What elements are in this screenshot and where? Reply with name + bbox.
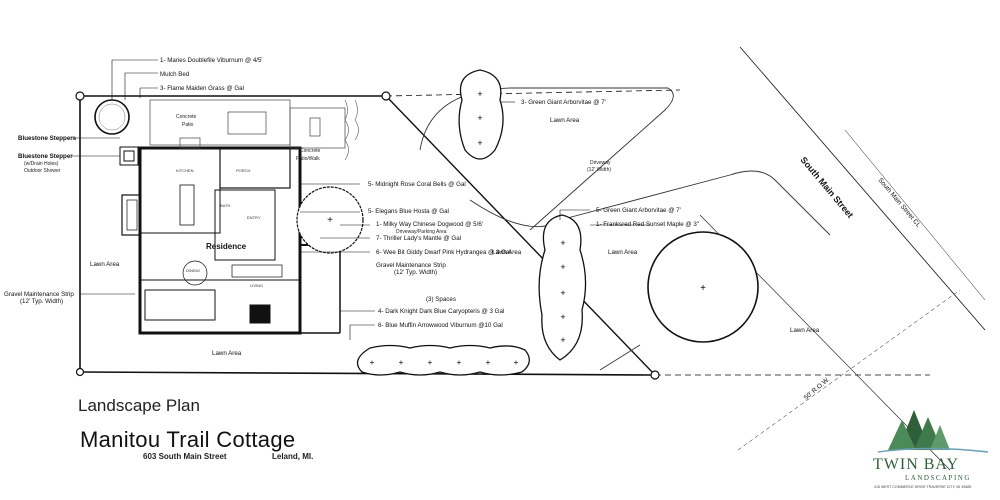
dogwood-tree: + bbox=[296, 186, 364, 254]
label-gravel-1: Gravel Maintenance Strip bbox=[4, 291, 74, 298]
label-stepper-2: (w/Drain Holes) bbox=[24, 161, 59, 167]
callout-caryopteris: 4- Dark Knight Dark Blue Caryopteris @ 3… bbox=[378, 308, 504, 315]
svg-text:+: + bbox=[327, 215, 333, 226]
arborvitae-group-lower: + + + + + bbox=[538, 214, 587, 361]
svg-text:+: + bbox=[477, 113, 482, 123]
viburnum-plant bbox=[94, 99, 130, 135]
label-patio-1: Concrete bbox=[176, 114, 197, 120]
callout-grass: 3- Flame Maiden Grass @ Gal bbox=[160, 85, 244, 92]
callout-leaders bbox=[72, 59, 650, 340]
svg-text:+: + bbox=[700, 283, 706, 294]
survey-markers bbox=[75, 91, 660, 380]
callout-arbor-3: 3- Green Giant Arborvitae @ 7' bbox=[521, 99, 606, 106]
callout-arbor-5: 5- Green Giant Arborvitae @ 7' bbox=[596, 207, 681, 214]
label-lawn-top: Lawn Area bbox=[550, 117, 580, 124]
svg-text:+: + bbox=[457, 358, 462, 367]
label-gravel-strip-1: Gravel Maintenance Strip bbox=[376, 262, 446, 269]
svg-text:+: + bbox=[486, 358, 491, 367]
label-street-cl: South Main Street CL bbox=[876, 177, 922, 229]
patio-furniture bbox=[149, 99, 346, 149]
svg-text:+: + bbox=[399, 358, 404, 367]
svg-text:+: + bbox=[560, 335, 565, 345]
label-parking: Driveway/Parking Area bbox=[396, 229, 447, 235]
label-driveway-1: Driveway bbox=[590, 160, 611, 166]
red-maple-tree: + bbox=[647, 231, 759, 343]
label-stepper-3: Outdoor Shower bbox=[24, 168, 61, 174]
callout-hosta: 5- Elegans Blue Hosta @ Gal bbox=[368, 208, 449, 215]
property-lines bbox=[79, 46, 986, 471]
project-city: Leland, MI. bbox=[272, 452, 314, 461]
label-walk-1: Concrete bbox=[300, 148, 321, 154]
callout-dogwood: 1- Milky Way Chinese Dogwood @ 5/6' bbox=[376, 221, 483, 228]
label-lawn-mid: Lawn Area bbox=[492, 249, 522, 256]
label-dining: DINING bbox=[186, 268, 200, 273]
callout-maple: 1- Franksred Red Sunset Maple @ 3" bbox=[596, 221, 699, 228]
label-bath: BATH bbox=[220, 203, 230, 208]
label-residence: Residence bbox=[206, 242, 247, 251]
arborvitae-group-top: + + + bbox=[458, 69, 504, 160]
callout-hydrangea: 6- Wee Bit Giddy Dwarf Pink Hydrangea @ … bbox=[376, 249, 511, 256]
svg-text:+: + bbox=[477, 89, 482, 99]
label-driveway-2: (12' Width) bbox=[587, 167, 611, 173]
callout-arrowwood: 6- Blue Muffin Arrowwood Viburnum @10 Ga… bbox=[378, 322, 503, 329]
svg-text:+: + bbox=[560, 312, 565, 322]
project-address: 603 South Main Street bbox=[143, 452, 227, 461]
label-porch: PORCH bbox=[236, 168, 251, 173]
svg-text:+: + bbox=[560, 262, 565, 272]
label-row: 50' R.O.W. bbox=[803, 376, 832, 402]
callout-mulch: Mulch Bed bbox=[160, 71, 190, 78]
label-lawn-left: Lawn Area bbox=[90, 261, 120, 268]
company-name: TWIN BAY bbox=[873, 456, 960, 473]
svg-text:+: + bbox=[560, 288, 565, 298]
svg-text:+: + bbox=[514, 358, 519, 367]
hedge-row bbox=[344, 99, 359, 161]
callout-coral-bells: 5- Midnight Rose Coral Bells @ Gal bbox=[368, 181, 466, 188]
label-lawn-right: Lawn Area bbox=[790, 327, 820, 334]
label-gravel-2: (12' Typ. Width) bbox=[20, 298, 63, 305]
label-steppers: Bluestone Steppers bbox=[18, 135, 77, 142]
label-kitchen: KITCHEN bbox=[176, 168, 194, 173]
svg-text:+: + bbox=[370, 358, 375, 367]
label-spaces: (3) Spaces bbox=[426, 296, 456, 303]
label-patio-2: Patio bbox=[182, 122, 194, 128]
callout-viburnum: 1- Maries Doublefile Viburnum @ 4/5' bbox=[160, 57, 263, 64]
svg-text:+: + bbox=[477, 138, 482, 148]
company-address: 415 WEST COMMERCE DRIVE TRAVERSE CITY, M… bbox=[874, 485, 972, 489]
arrowwood-viburnum-hedge: + + + + + + bbox=[356, 344, 530, 376]
plan-type-title: Landscape Plan bbox=[78, 396, 200, 415]
label-stepper-1: Bluestone Stepper bbox=[18, 153, 73, 160]
label-gravel-strip-2: (12' Typ. Width) bbox=[394, 269, 437, 276]
label-lawn-bottom: Lawn Area bbox=[212, 350, 242, 357]
label-living: LIVING bbox=[250, 283, 263, 288]
label-walk-2: Patio/Walk bbox=[296, 156, 320, 162]
label-entry: ENTRY bbox=[247, 215, 261, 220]
svg-text:+: + bbox=[428, 358, 433, 367]
project-title: Manitou Trail Cottage bbox=[80, 427, 296, 452]
outdoor-shower bbox=[119, 146, 139, 166]
company-tagline: LANDSCAPING bbox=[905, 474, 971, 482]
label-lawn-area-right-top: Lawn Area bbox=[608, 249, 638, 256]
callout-mantle: 7- Thriller Lady's Mantle @ Gal bbox=[376, 235, 461, 242]
svg-text:+: + bbox=[560, 238, 565, 248]
company-logo-trees bbox=[877, 410, 989, 453]
label-street: South Main Street bbox=[798, 155, 855, 220]
